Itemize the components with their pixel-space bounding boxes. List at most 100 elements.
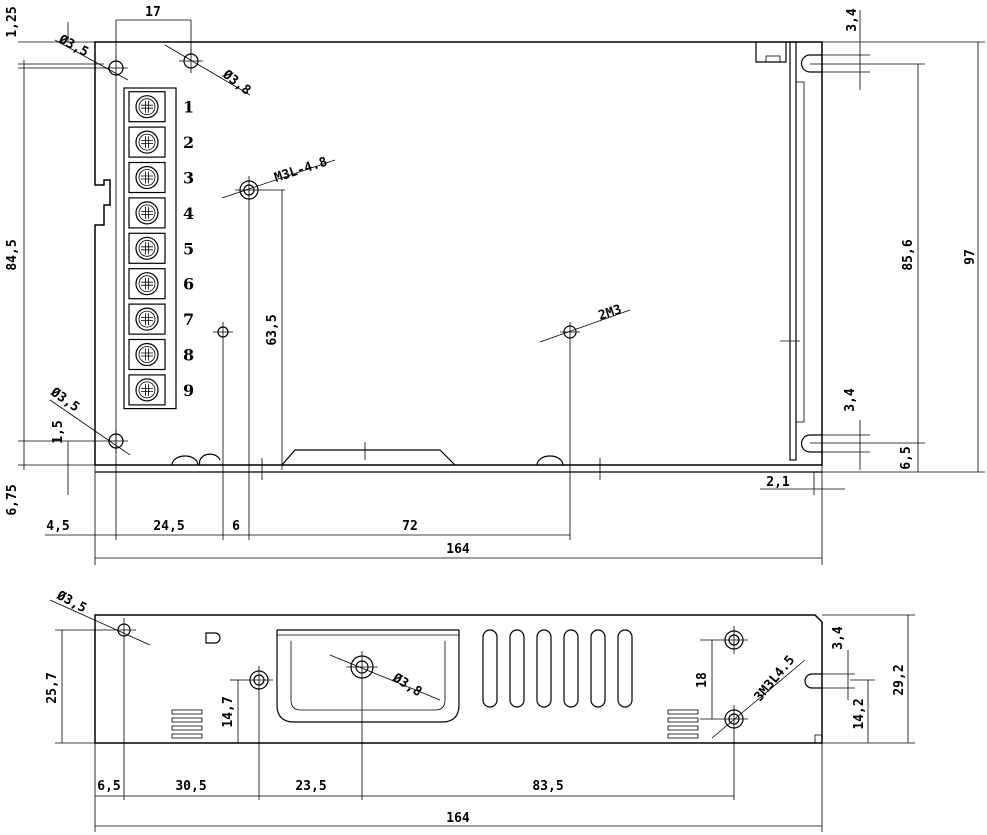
label-side-center-hole: Ø3,8 — [389, 670, 424, 700]
terminal-screw-slot — [141, 348, 153, 361]
terminal-screw-slot — [141, 313, 153, 326]
terminal-screw-inner — [138, 381, 156, 399]
terminal-screw-inner — [138, 204, 156, 222]
side-hole-tl — [112, 618, 136, 642]
terminal-screw-inner — [138, 275, 156, 293]
terminal-screw-slot — [141, 277, 153, 290]
vent-slot — [617, 629, 633, 708]
side-hole-left — [245, 666, 273, 694]
dim-1-5: 1,5 — [51, 420, 66, 443]
terminal-number: 9 — [183, 381, 194, 400]
label-tl-hole: Ø3,5 — [55, 32, 91, 60]
side-view-outline — [94, 614, 823, 744]
louvre-bar — [667, 717, 699, 723]
dim-24-5: 24,5 — [153, 519, 184, 534]
side-mark — [205, 632, 221, 644]
vent-slot — [509, 629, 525, 708]
terminal-screw-icon — [135, 130, 159, 154]
dim-6: 6 — [232, 519, 240, 534]
terminal-screw-slot — [141, 242, 153, 255]
terminal-screw-inner — [138, 133, 156, 151]
dim-164-top: 164 — [446, 542, 470, 557]
terminal-screw-slot — [141, 136, 153, 149]
terminal-block-outline — [123, 87, 177, 410]
side-hole-right-top — [720, 626, 748, 654]
terminal-screw-inner — [138, 169, 156, 186]
dim-29-2: 29,2 — [892, 664, 907, 695]
dim-30-5: 30,5 — [175, 779, 206, 794]
dim-4-5: 4,5 — [46, 519, 69, 534]
louvres — [171, 709, 699, 739]
terminal-screw-inner — [138, 98, 156, 116]
bottom-tab-right — [536, 455, 564, 466]
dim-side-3-4: 3,4 — [831, 626, 846, 650]
dimension-lines-top — [18, 10, 985, 565]
terminal-screw-slot — [141, 383, 153, 396]
terminal-cell — [128, 91, 166, 123]
dim-97: 97 — [963, 249, 978, 265]
terminal-number: 1 — [183, 98, 194, 117]
dim-25-7: 25,7 — [45, 672, 60, 703]
louvre-bar — [171, 725, 203, 731]
terminal-number: 6 — [183, 275, 194, 294]
terminal-screw-icon — [135, 342, 159, 367]
louvre-bar — [171, 717, 203, 723]
dim-3-4-top: 3,4 — [845, 8, 860, 32]
dim-side-6-5: 6,5 — [97, 779, 120, 794]
side-right-slot — [804, 673, 822, 689]
terminal-number: 5 — [183, 239, 194, 258]
vent-slot — [563, 629, 579, 708]
terminal-screw-icon — [135, 307, 159, 331]
terminal-screw-icon — [135, 236, 159, 260]
terminal-screw-slot — [141, 100, 153, 113]
terminal-number: 4 — [183, 204, 194, 223]
dimension-lines-side — [49, 599, 915, 832]
terminal-screw-icon — [135, 95, 159, 119]
vent-slot — [482, 629, 498, 708]
dim-23-5: 23,5 — [295, 779, 326, 794]
terminal-cell — [128, 126, 166, 158]
terminal-screw-inner — [138, 346, 156, 363]
vent-slot — [590, 629, 606, 708]
side-cutout — [276, 630, 460, 723]
terminal-screw-icon — [135, 201, 159, 225]
louvre-bar — [667, 725, 699, 731]
dim-18: 18 — [695, 672, 710, 688]
dim-3-4-bottom: 3,4 — [843, 388, 858, 412]
louvre-bar — [667, 733, 699, 739]
terminal-cell — [128, 197, 166, 229]
terminal-cell — [128, 338, 166, 371]
dim-6-5: 6,5 — [899, 446, 914, 469]
terminal-screw-icon — [135, 272, 159, 296]
louvre-bar — [171, 709, 203, 715]
terminal-cell — [128, 303, 166, 335]
bottom-tab-left — [171, 453, 221, 466]
side-hole-right-bottom — [720, 705, 748, 733]
label-side-tl-hole: Ø3,5 — [53, 588, 89, 616]
terminal-screw-icon — [135, 378, 159, 402]
louvre-bar — [667, 709, 699, 715]
dim-2-1: 2,1 — [766, 475, 790, 490]
terminal-number: 3 — [183, 169, 194, 188]
dim-17: 17 — [145, 5, 161, 20]
hole-pin7 — [213, 322, 233, 342]
terminal-screw-slot — [141, 206, 153, 219]
side-hole-center — [346, 651, 378, 683]
label-2m3-hole: 2M3 — [597, 302, 624, 324]
terminal-number: 8 — [183, 346, 194, 365]
dim-72: 72 — [402, 519, 418, 534]
terminal-screw-inner — [138, 310, 156, 328]
terminal-screw-inner — [138, 239, 156, 257]
vent-slots — [482, 629, 633, 708]
terminal-number: 7 — [183, 310, 194, 329]
label-side-right-holes: 3M3L4.5 — [752, 653, 799, 705]
hole-2m3 — [560, 322, 580, 342]
terminal-screw-slot — [141, 171, 153, 184]
terminal-screw-icon — [135, 165, 159, 190]
label-m3-hole: M3L-4.8 — [273, 155, 330, 186]
hole-m3 — [235, 176, 263, 204]
dim-1-25: 1,25 — [5, 6, 20, 37]
terminal-cell — [128, 268, 166, 300]
terminal-cell — [128, 374, 166, 406]
